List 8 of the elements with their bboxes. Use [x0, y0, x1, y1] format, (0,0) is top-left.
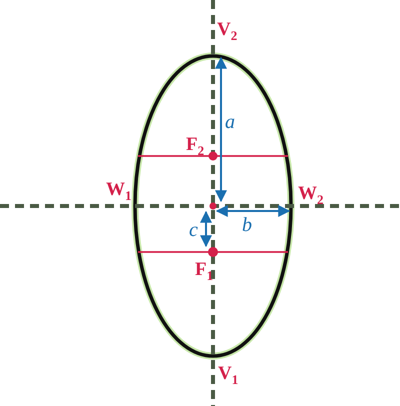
dimension-label: b [242, 215, 252, 235]
vertex-label: W$_{2}$ [298, 184, 324, 206]
vertex-label: V$_{2}$ [217, 20, 238, 42]
vertex-label: V$_{1}$ [218, 364, 238, 386]
focus-label: F$_{2}$ [186, 135, 204, 157]
dimension-label: a [225, 112, 235, 132]
dimension-label: c [189, 220, 198, 240]
vertex-label: W$_{1}$ [106, 180, 132, 202]
